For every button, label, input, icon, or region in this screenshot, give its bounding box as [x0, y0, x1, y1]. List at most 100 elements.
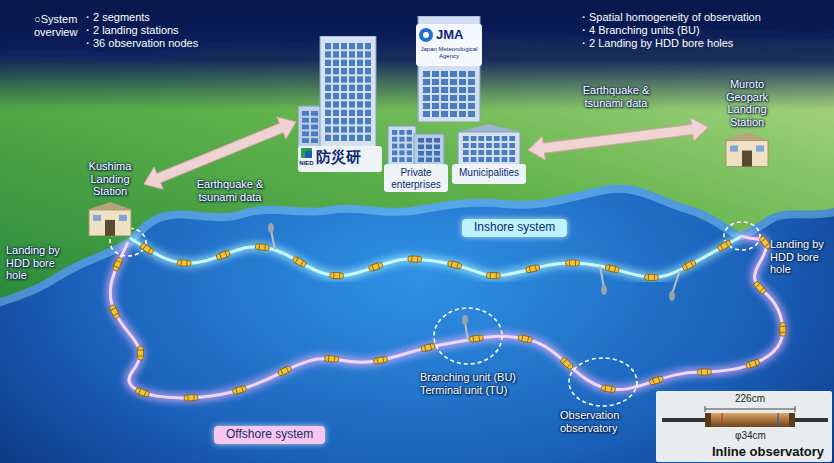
- observatory-band: [609, 265, 610, 271]
- inshore-cable: [130, 236, 742, 277]
- window: [423, 103, 430, 109]
- window: [418, 138, 424, 143]
- window: [341, 76, 347, 82]
- enterprise-building: Private enterprises: [384, 124, 448, 192]
- window: [494, 150, 500, 155]
- window: [494, 157, 500, 162]
- window: [502, 136, 508, 141]
- observatory-node: [137, 346, 143, 360]
- observatory-body: [649, 375, 664, 385]
- cylinder-band: [721, 413, 722, 427]
- window: [333, 43, 339, 49]
- feature-item: ・4 Branching units (BU): [578, 24, 700, 37]
- window: [486, 143, 492, 148]
- observatory-body: [780, 322, 786, 336]
- window: [311, 111, 318, 116]
- overview-item: ・2 segments: [82, 11, 150, 24]
- window: [311, 125, 318, 130]
- observatory-node: [324, 355, 338, 362]
- observatory-body: [682, 259, 697, 271]
- observatory-band: [334, 356, 336, 362]
- window: [349, 51, 355, 57]
- observatory-band: [264, 244, 266, 250]
- window: [333, 101, 339, 107]
- observatory-band: [378, 263, 380, 269]
- observatory-band: [522, 335, 523, 341]
- window: [341, 110, 347, 116]
- window: [365, 85, 371, 91]
- window: [399, 137, 404, 142]
- observatory-node: [373, 356, 388, 365]
- observatory-node: [216, 250, 231, 260]
- window: [365, 51, 371, 57]
- terminal-unit: [268, 223, 274, 233]
- landing-station: Muroto Geopark Landing Station: [710, 78, 784, 167]
- observatory-node: [112, 257, 123, 272]
- window: [325, 135, 331, 141]
- observatory-band: [328, 356, 330, 362]
- window: [333, 135, 339, 141]
- observatory-body: [112, 257, 123, 272]
- observatory-band: [685, 264, 688, 269]
- window: [333, 110, 339, 116]
- window: [365, 110, 371, 116]
- window: [302, 131, 309, 136]
- observatory-band: [535, 265, 536, 271]
- window: [399, 144, 404, 149]
- window: [325, 51, 331, 57]
- observatory-body: [565, 260, 579, 266]
- window: [468, 71, 475, 77]
- observatory-body: [232, 385, 247, 395]
- window: [459, 79, 466, 85]
- window: [311, 138, 318, 143]
- observatory-body: [525, 264, 540, 273]
- terminal-unit: [669, 291, 675, 301]
- observatory-band: [236, 388, 238, 394]
- window: [478, 143, 484, 148]
- observatory-body: [184, 394, 198, 401]
- observatory-body: [644, 274, 658, 280]
- building-wing: [298, 106, 322, 148]
- observatory-band: [139, 389, 141, 395]
- observatory-band: [457, 263, 458, 269]
- observatory-node: [469, 334, 484, 342]
- observatory-body: [605, 264, 620, 273]
- observatory-band: [490, 272, 491, 278]
- logo-mark: [305, 151, 312, 158]
- observatory-band: [113, 313, 118, 316]
- observatory-band: [690, 261, 693, 266]
- overview-item: ・36 observation nodes: [82, 37, 198, 50]
- terminal-unit: [462, 315, 468, 325]
- terminal-unit: [601, 285, 607, 295]
- logo-mark: [423, 32, 429, 38]
- observatory-band: [529, 266, 530, 272]
- window: [509, 143, 515, 148]
- observatory-band: [614, 267, 615, 273]
- observatory-band: [611, 386, 612, 392]
- observatory-node: [177, 260, 191, 267]
- building-name: JMA: [436, 28, 482, 43]
- window: [468, 95, 475, 101]
- observatory-body: [139, 243, 154, 255]
- window: [471, 150, 477, 155]
- observatory-band: [144, 391, 146, 397]
- window: [325, 85, 331, 91]
- observatory-node: [644, 274, 658, 280]
- observatory-node: [421, 343, 436, 352]
- observatory-band: [193, 395, 194, 401]
- dimension-tick: [705, 406, 706, 412]
- window: [302, 111, 309, 116]
- window: [432, 87, 439, 93]
- logo-mark: [301, 148, 312, 158]
- station-door: [742, 151, 752, 167]
- observatory-body: [109, 304, 120, 319]
- observatory-band: [527, 337, 528, 343]
- window: [407, 150, 412, 155]
- observatory-body: [469, 334, 484, 342]
- window: [357, 110, 363, 116]
- observatory-band: [575, 260, 576, 266]
- callout-text: Landing by HDD bore hole: [6, 244, 76, 282]
- station-door: [105, 220, 115, 236]
- dimension-label: 226cm: [735, 393, 765, 405]
- window: [392, 150, 397, 155]
